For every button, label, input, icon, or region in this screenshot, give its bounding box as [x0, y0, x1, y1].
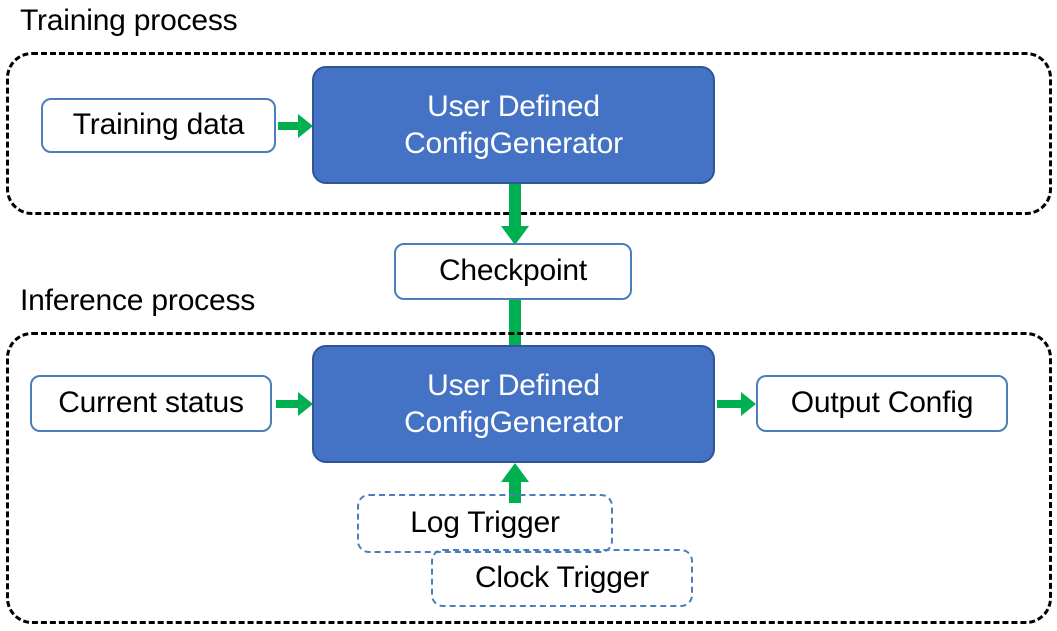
node-checkpoint-label: Checkpoint [438, 254, 588, 288]
node-current-status-label: Current status [58, 386, 244, 420]
node-output-config-label: Output Config [790, 386, 974, 420]
training-process-container [6, 52, 1052, 215]
inference-process-label: Inference process [20, 284, 256, 317]
training-process-label: Training process [20, 4, 238, 37]
node-training-data[interactable]: Training data [41, 98, 276, 153]
node-infer-config-generator-line1: User Defined [427, 368, 600, 402]
node-train-config-generator-line1: User Defined [427, 89, 600, 123]
node-training-data-label: Training data [72, 108, 245, 142]
arrow-triggers-to-generator [500, 463, 530, 503]
inference-process-container [6, 332, 1052, 624]
node-train-config-generator[interactable]: User Defined ConfigGenerator [312, 66, 715, 184]
arrow-current-status-to-generator [276, 389, 314, 419]
arrow-generator-to-output-config [717, 389, 757, 419]
arrow-training-data-to-generator [278, 111, 314, 141]
node-log-trigger[interactable]: Log Trigger [357, 494, 613, 553]
node-clock-trigger-label: Clock Trigger [474, 560, 650, 594]
node-train-config-generator-line2: ConfigGenerator [404, 127, 623, 160]
node-log-trigger-label: Log Trigger [410, 506, 560, 540]
node-checkpoint[interactable]: Checkpoint [394, 243, 632, 300]
node-output-config[interactable]: Output Config [756, 375, 1008, 432]
node-clock-trigger[interactable]: Clock Trigger [431, 549, 693, 607]
arrow-train-generator-to-checkpoint [500, 184, 530, 246]
node-infer-config-generator[interactable]: User Defined ConfigGenerator [312, 345, 715, 463]
node-infer-config-generator-line2: ConfigGenerator [404, 406, 623, 439]
node-current-status[interactable]: Current status [30, 375, 272, 432]
